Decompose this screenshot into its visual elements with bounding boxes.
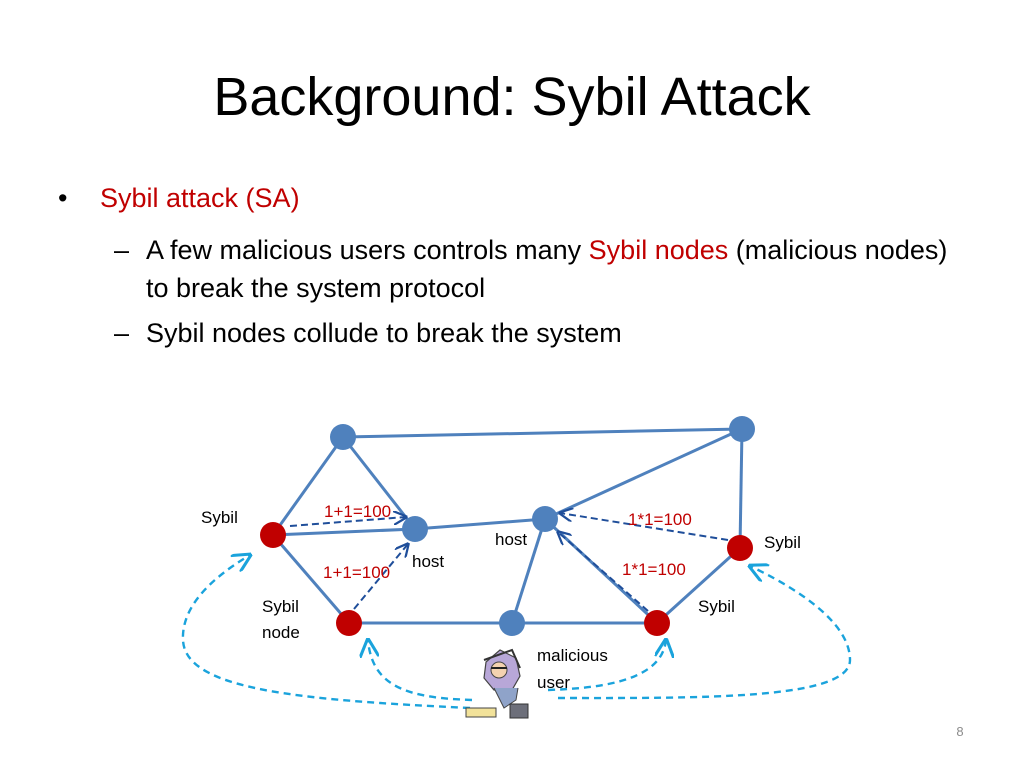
sub-bullet-2: – Sybil nodes collude to break the syste… (114, 314, 954, 352)
control-arrow (181, 555, 471, 710)
sybil-arrows (289, 513, 729, 612)
edge (342, 427, 743, 439)
host-node-center (532, 506, 558, 532)
equation-bottom-left: 1+1=100 (323, 563, 390, 582)
network-edges (271, 427, 744, 625)
malicious-user-icon (465, 648, 529, 719)
edge (271, 436, 345, 536)
sub-bullet-1-text: A few malicious users controls many Sybi… (114, 231, 954, 307)
equation-top-right: 1*1=100 (628, 510, 692, 529)
dash-icon: – (114, 318, 130, 348)
sybil-node (336, 610, 362, 636)
label-host-center: host (495, 530, 527, 549)
bullet-main: • Sybil attack (SA) (58, 183, 300, 214)
sybil-arrow (558, 532, 649, 612)
honest-node (330, 424, 356, 450)
sybil-node (644, 610, 670, 636)
sub-bullet-1-part-a: A few malicious users controls many (146, 235, 589, 265)
sub-bullet-1-highlight: Sybil nodes (588, 235, 729, 265)
honest-nodes (330, 416, 755, 636)
label-sybil-bottom-right: Sybil (698, 597, 735, 616)
label-sybil-node-line1: Sybil (262, 597, 299, 616)
edge (271, 534, 351, 624)
sybil-arrow (289, 517, 406, 527)
label-sybil-left: Sybil (201, 508, 238, 527)
page-number: 8 (956, 724, 964, 739)
label-sybil-node-line2: node (262, 623, 300, 642)
label-sybil-right: Sybil (764, 533, 801, 552)
dash-icon: – (114, 235, 130, 265)
sybil-arrow (560, 513, 729, 541)
sybil-node (260, 522, 286, 548)
label-malicious-line2: user (537, 673, 570, 692)
control-arrow (557, 566, 852, 700)
edge (272, 527, 416, 537)
bullet-main-text: Sybil attack (SA) (100, 183, 300, 213)
control-arrows (181, 555, 852, 710)
equation-top-left: 1+1=100 (324, 502, 391, 521)
sub-bullet-1: – A few malicious users controls many Sy… (114, 231, 954, 307)
edge (544, 427, 743, 521)
control-arrow (368, 640, 473, 702)
honest-node (499, 610, 525, 636)
sybil-node (727, 535, 753, 561)
sybil-arrow (353, 544, 408, 610)
slide-title: Background: Sybil Attack (213, 67, 811, 127)
bullet-dot-icon: • (58, 183, 68, 213)
honest-node (729, 416, 755, 442)
edge (510, 518, 547, 624)
control-arrow (547, 640, 666, 692)
sub-bullet-1-part-b: (malicious nodes) to break the system pr… (146, 235, 948, 303)
label-host-left: host (412, 552, 444, 571)
equation-bottom-right: 1*1=100 (622, 560, 686, 579)
edge (738, 428, 744, 549)
label-malicious-line1: malicious (537, 646, 608, 665)
sybil-nodes (260, 522, 753, 636)
edge (414, 517, 546, 531)
edge (655, 546, 742, 625)
host-node-left (402, 516, 428, 542)
sub-bullet-2-text: Sybil nodes collude to break the system (146, 318, 622, 348)
